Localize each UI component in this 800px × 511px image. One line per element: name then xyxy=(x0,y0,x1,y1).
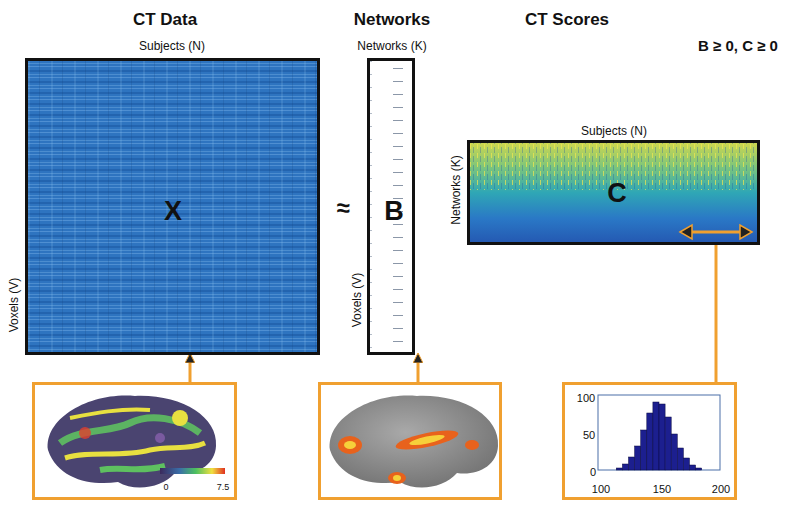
inset-box: 07.5 xyxy=(32,382,237,500)
axis-label: Subjects (N) xyxy=(581,125,647,137)
axis-label: Networks (K) xyxy=(357,40,426,52)
matrix-box: B xyxy=(367,58,415,355)
axis-label: Voxels (V) xyxy=(8,278,20,333)
axis-tick: 100 xyxy=(592,484,610,495)
brain-network xyxy=(330,396,498,488)
axis-tick: 200 xyxy=(712,484,730,495)
matrix-letter: C xyxy=(607,180,627,207)
connector-arrow xyxy=(715,245,718,382)
histogram xyxy=(598,395,720,470)
matrix-box: C xyxy=(467,140,760,245)
inset-box: 100 50 0 100 150 200 xyxy=(562,382,737,500)
axis-label: Voxels (V) xyxy=(351,273,363,328)
axis-label: Networks (K) xyxy=(450,155,462,224)
constraint-note: B ≥ 0, C ≥ 0 xyxy=(698,38,778,53)
axis-tick: 50 xyxy=(583,430,595,441)
axis-tick: 150 xyxy=(653,484,671,495)
inset-box xyxy=(318,382,502,500)
colorbar-tick: 0 xyxy=(163,483,168,492)
connector-arrow xyxy=(417,355,420,382)
axis-label: Subjects (N) xyxy=(139,40,205,52)
matrix-letter: X xyxy=(164,198,182,225)
colorbar-tick: 7.5 xyxy=(217,483,230,492)
matrix-letter: B xyxy=(384,198,404,225)
approx-sign: ≈ xyxy=(336,196,349,220)
column-heading: Networks xyxy=(354,11,431,28)
double-arrow xyxy=(680,225,752,239)
axis-tick: 100 xyxy=(577,393,595,404)
column-heading: CT Scores xyxy=(525,11,609,28)
column-heading: CT Data xyxy=(133,11,197,28)
connector-arrow xyxy=(189,355,192,382)
axis-tick: 0 xyxy=(590,467,596,478)
matrix-box: X xyxy=(25,58,320,355)
